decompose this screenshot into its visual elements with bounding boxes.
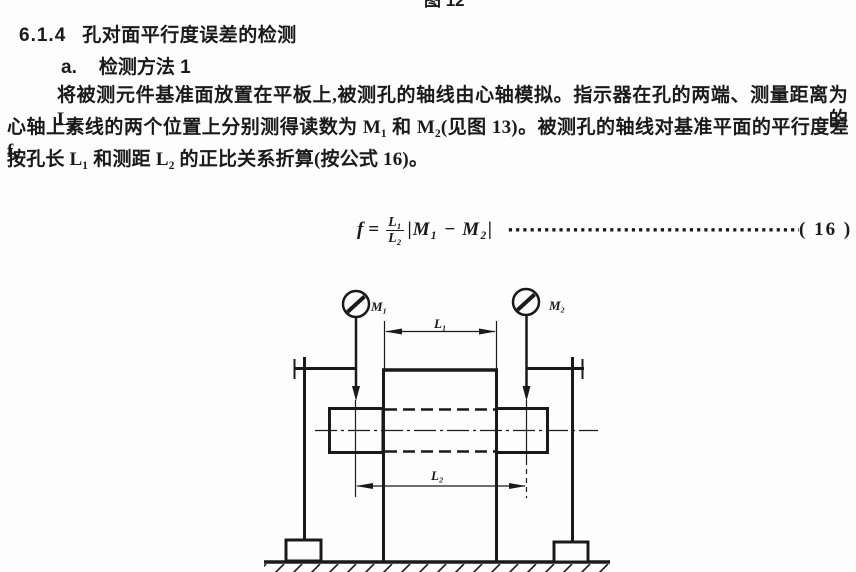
arrowhead-right [509, 483, 526, 489]
label-M1: M₁ [370, 299, 387, 314]
dimension-L2: L₂ [354, 400, 528, 498]
paragraph-line-1: 将被测元件基准面放置在平板上,被测孔的轴线由心轴模拟。指示器在孔的两端、测量距离… [57, 85, 848, 130]
section-heading: 6.1.4 孔对面平行度误差的检测 [19, 20, 297, 47]
dotted-leader: ········································… [507, 219, 800, 241]
formula-fraction: L₁ L₂ [386, 214, 404, 246]
arrowhead-right [479, 328, 496, 335]
mandrel [315, 407, 598, 454]
method-label: a. [61, 57, 77, 78]
paragraph-line-2: 心轴上素线的两个位置上分别测得读数为 M₁ 和 M₂(见图 13)。被测孔的轴线… [7, 117, 849, 162]
workpiece-block [382, 368, 498, 562]
label-L1: L₁ [433, 316, 446, 331]
method-heading: a. 检测方法 1 [61, 52, 191, 79]
dial-indicator-left: M₁ [341, 289, 387, 401]
indicator-stand-left [284, 357, 356, 563]
dial-needle [516, 293, 536, 312]
formula-denominator: L₂ [386, 229, 404, 246]
method-title: 检测方法 1 [98, 57, 191, 78]
label-M2: M₂ [548, 298, 565, 313]
formula-16: f = L₁ L₂ |M₁ − M₂| ····················… [357, 211, 852, 249]
label-L2: L₂ [430, 468, 443, 483]
dial-needle [346, 295, 366, 314]
arrowhead-left [385, 328, 402, 335]
dimension-L1: L₁ [383, 316, 498, 369]
figure-13-diagram: L₁ L₂ M₁ M₂ [264, 287, 610, 572]
formula-absolute-value: |M₁ − M₂| [407, 219, 494, 240]
formula-numerator: L₁ [388, 214, 402, 230]
section-number: 6.1.4 [19, 25, 67, 46]
section-title: 孔对面平行度误差的检测 [82, 25, 297, 46]
dial-indicator-right: M₂ [511, 287, 565, 401]
stand-base-left [284, 538, 323, 563]
indicator-stand-right [527, 357, 590, 564]
stand-base-right [552, 540, 590, 564]
formula-equals: = [368, 219, 380, 240]
formula-number: ( 16 ) [799, 219, 853, 240]
arrowhead-left [356, 483, 373, 489]
ground-hatching [264, 564, 610, 572]
probe-arrow [522, 386, 531, 401]
paragraph-line-3: 按孔长 L₁ 和测距 L₂ 的正比关系折算(按公式 16)。 [7, 149, 429, 170]
probe-arrow [352, 386, 360, 401]
previous-figure-caption: 图 12 [424, 0, 465, 10]
formula-lhs: f [357, 219, 364, 240]
